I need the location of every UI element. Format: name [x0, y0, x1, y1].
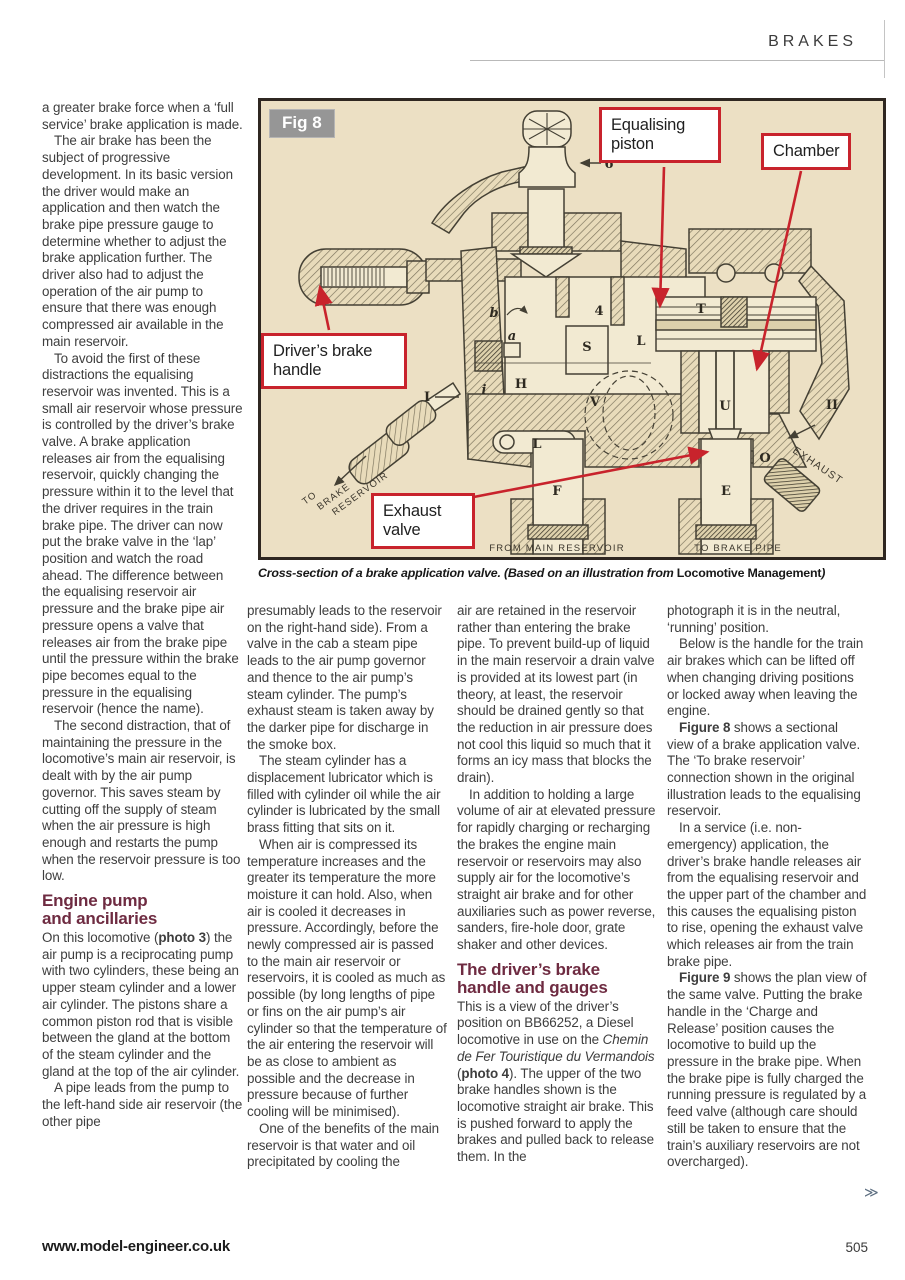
paragraph: The second distraction, that of maintain… [42, 718, 241, 884]
callout-drivers-brake-handle: Driver’s brake handle [261, 333, 407, 389]
figure-caption: Cross-section of a brake application val… [258, 566, 888, 580]
svg-text:i: i [482, 383, 487, 398]
paragraph: To avoid the first of these distractions… [42, 350, 243, 717]
from-main-reservoir-label: FROM MAIN RESERVOIR [489, 543, 625, 554]
svg-text:U: U [719, 399, 731, 414]
paragraph: photograph it is in the neutral, ‘runnin… [667, 603, 841, 635]
text-column-2: presumably leads to the reservoir on the… [247, 603, 447, 1171]
svg-text:b: b [489, 306, 498, 321]
part-letters: 6 T 4 S b a H i V L L I II U O F E [424, 157, 838, 499]
paragraph: On this locomotive (photo 3) the air pum… [42, 930, 240, 1079]
footer-website: www.model-engineer.co.uk [42, 1238, 231, 1255]
text-column-1: a greater brake force when a ‘full servi… [42, 100, 243, 1130]
paragraph: When air is compressed its temperature i… [247, 836, 447, 1120]
caption-close: ) [821, 566, 826, 580]
paragraph: a greater brake force when a ‘full servi… [42, 100, 243, 132]
paragraph: One of the benefits of the main reservoi… [247, 1120, 440, 1170]
svg-text:a: a [508, 329, 516, 344]
svg-text:L: L [636, 334, 645, 349]
section-title: BRAKES [768, 33, 857, 50]
callout-equalising-piston: Equalising piston [599, 107, 721, 163]
svg-text:4: 4 [594, 304, 603, 319]
text-column-3: air are retained in the reservoir rather… [457, 603, 657, 1166]
svg-text:6: 6 [604, 157, 613, 172]
footer-page-number: 505 [845, 1240, 868, 1255]
svg-text:O: O [759, 451, 770, 466]
svg-text:H: H [515, 377, 527, 392]
svg-text:L: L [532, 437, 541, 452]
caption-lead: Cross-section of a brake application val… [258, 566, 677, 580]
svg-text:E: E [721, 484, 731, 499]
svg-text:II: II [826, 398, 838, 413]
paragraph: In a service (i.e. non-emergency) applic… [667, 820, 867, 969]
paragraph: Figure 8 shows a sectional view of a bra… [667, 719, 861, 819]
brake-valve-diagram: 6 T 4 S b a H i V L L I II U O F E FROM … [298, 110, 850, 555]
callout-exhaust-valve: Exhaust valve [371, 493, 475, 549]
paragraph: Figure 9 shows the plan view of the same… [667, 970, 867, 1170]
svg-text:S: S [582, 340, 591, 355]
header-rule [470, 60, 884, 61]
paragraph: The air brake has been the subject of pr… [42, 133, 233, 349]
figure-tag: Fig 8 [269, 109, 335, 138]
end-of-article-mark: ≫ [864, 1184, 879, 1200]
paragraph: This is a view of the driver’s position … [457, 998, 655, 1165]
paragraph: The steam cylinder has a displacement lu… [247, 753, 441, 836]
paragraph: In addition to holding a large volume of… [457, 786, 656, 953]
paragraph: A pipe leads from the pump to the left-h… [42, 1080, 243, 1129]
text-column-4: photograph it is in the neutral, ‘runnin… [667, 603, 867, 1171]
paragraph: Below is the handle for the train air br… [667, 636, 864, 719]
header-corner-rule [884, 20, 885, 78]
svg-text:I: I [424, 390, 430, 405]
to-brake-pipe-label: TO BRAKE PIPE [694, 543, 782, 554]
callout-arrows [314, 166, 803, 503]
caption-source-title: Locomotive Management [676, 566, 822, 580]
svg-text:T: T [696, 302, 706, 317]
svg-text:V: V [589, 395, 601, 410]
callout-chamber: Chamber [761, 133, 852, 170]
svg-text:F: F [552, 484, 562, 499]
paragraph: air are retained in the reservoir rather… [457, 603, 655, 786]
paragraph: presumably leads to the reservoir on the… [247, 603, 442, 752]
figure-8: 6 T 4 S b a H i V L L I II U O F E FROM … [258, 98, 886, 560]
